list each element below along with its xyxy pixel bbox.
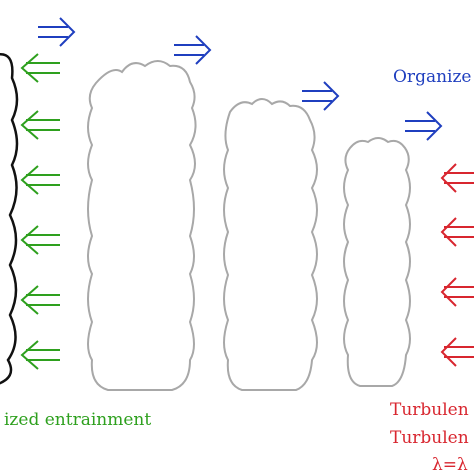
double-headed-arrow-icon bbox=[440, 277, 474, 307]
gray-cloud-small bbox=[343, 137, 411, 387]
arrow-left-icon bbox=[20, 165, 60, 195]
arrow-left-icon bbox=[20, 285, 60, 315]
organized-entrainment-arrows bbox=[20, 53, 60, 370]
turbulent-label-3: λ=λ bbox=[432, 455, 468, 474]
organized-outflow-arrows bbox=[38, 17, 443, 141]
active-cloud-outline bbox=[0, 53, 19, 385]
organized-entrainment-label: ized entrainment bbox=[4, 410, 151, 430]
turbulent-label-2: Turbulen bbox=[390, 428, 469, 448]
double-headed-arrow-icon bbox=[440, 217, 474, 247]
arrow-left-icon bbox=[20, 110, 60, 140]
arrow-left-icon bbox=[20, 225, 60, 255]
arrow-left-icon bbox=[20, 340, 60, 370]
turbulent-label-1: Turbulen bbox=[390, 400, 469, 420]
double-arrow-right-icon bbox=[405, 111, 443, 141]
arrow-left-icon bbox=[20, 53, 60, 83]
double-arrow-right-icon bbox=[38, 17, 76, 47]
organized-outflow-label: Organize bbox=[393, 67, 471, 87]
gray-cloud-medium bbox=[223, 98, 318, 391]
double-headed-arrow-icon bbox=[440, 337, 474, 367]
double-arrow-right-icon bbox=[174, 35, 212, 65]
turbulent-arrows bbox=[440, 163, 474, 367]
double-headed-arrow-icon bbox=[440, 163, 474, 193]
gray-cloud-large bbox=[87, 60, 197, 391]
double-arrow-right-icon bbox=[302, 81, 340, 111]
